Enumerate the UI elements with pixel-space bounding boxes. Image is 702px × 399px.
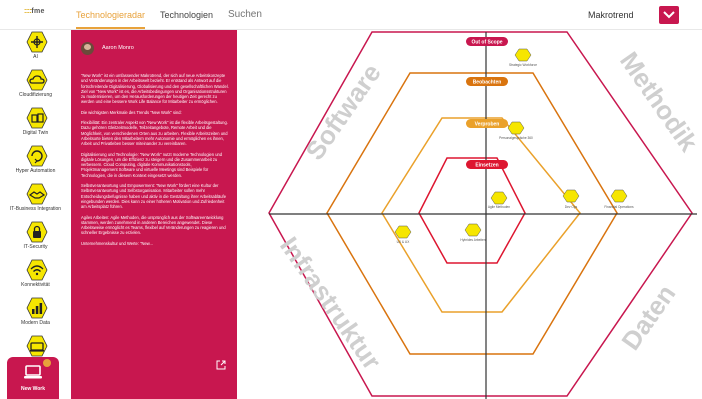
quadrant-label-daten: Daten — [615, 279, 681, 355]
tech-marker-ux[interactable]: UX & UX — [394, 225, 412, 244]
ring-verproben-hexagon — [381, 117, 581, 313]
search-input[interactable] — [228, 9, 428, 20]
trend-description: "New Work" ist ein umfassender Makrotren… — [81, 73, 229, 251]
radar-canvas: Software Methodik Infrastruktur Daten Ou… — [268, 31, 702, 399]
author-name: Aaron Monro — [102, 45, 134, 51]
hyper-automation-icon — [26, 145, 48, 167]
technology-radar: Software Methodik Infrastruktur Daten Ou… — [237, 30, 702, 399]
ring-beobachten-hexagon — [326, 72, 618, 355]
description-paragraph: Agiles Arbeiten: Agile Methoden, die urs… — [81, 214, 226, 236]
ring-einsetzen-hexagon — [418, 157, 526, 264]
ring-label: Verproben — [475, 122, 500, 128]
sidebar-item-new-work[interactable]: New Work — [7, 357, 59, 399]
avatar — [81, 42, 94, 55]
ring-label: Out of Scope — [471, 40, 502, 46]
devices-icon — [26, 335, 48, 357]
quadrant-label-methodik: Methodik — [614, 46, 702, 157]
description-paragraph: Unternehmenskultur und Werte: "New... — [81, 240, 153, 246]
hexagon-icon — [562, 189, 580, 203]
tech-marker-strategic-workforce[interactable]: Strategic Workforce — [509, 48, 537, 67]
ring-pill-einsetzen[interactable]: Einsetzen — [466, 160, 508, 169]
sidebar-item-modern-data[interactable]: Modern Data — [0, 296, 71, 334]
sidebar-item-ai[interactable]: AI — [0, 30, 71, 68]
chevron-down-icon — [663, 11, 675, 19]
top-bar: ::::fme Technologieradar Technologien Ma… — [0, 0, 702, 30]
quadrant-label-software: Software — [299, 58, 387, 165]
sidebar-item-label: New Work — [20, 386, 46, 392]
description-paragraph: Digitalisierung und Technologie: "New Wo… — [81, 151, 223, 178]
tech-label: Agile Methoden — [488, 205, 510, 209]
quadrant-label-infrastruktur: Infrastruktur — [274, 231, 387, 375]
tech-label: Financial Operations — [604, 205, 634, 209]
hexagon-icon — [507, 121, 525, 135]
tech-label: Hybrides Arbeiten — [460, 238, 485, 242]
sidebar-item-label: IT-Business Integration — [9, 206, 62, 212]
description-paragraph: "New Work" ist ein umfassender Makrotren… — [81, 73, 229, 105]
trend-detail-panel: Aaron Monro "New Work" ist ein umfassend… — [71, 30, 237, 399]
hexagon-icon — [394, 225, 412, 239]
description-paragraph: Selbstverantwortung und Empowerment: "Ne… — [81, 183, 226, 210]
ring-label: Beobachten — [473, 80, 502, 86]
wifi-icon — [26, 259, 48, 281]
makrotrend-dropdown-button[interactable] — [659, 6, 679, 24]
sidebar-item-digital-twin[interactable]: Digital Twin — [0, 106, 71, 144]
sidebar-item-label: Hyper Automation — [15, 168, 56, 174]
description-paragraph: Die wichtigsten Merkmale des Trends "New… — [81, 109, 182, 115]
ring-pill-beobachten[interactable]: Beobachten — [466, 77, 508, 86]
ring-out-of-scope-hexagon — [268, 31, 693, 397]
ai-icon — [26, 31, 48, 53]
makrotrend-label: Makrotrend — [588, 10, 634, 20]
hexagon-icon — [514, 48, 532, 62]
ring-pill-verproben[interactable]: Verproben — [466, 119, 508, 128]
sidebar-item-label: Cloudifizierung — [18, 92, 53, 98]
hexagon-icon — [464, 223, 482, 237]
ring-pill-out-of-scope[interactable]: Out of Scope — [466, 37, 508, 46]
laptop-icon — [24, 365, 42, 379]
sidebar-item-label: AI — [33, 54, 38, 60]
lock-icon — [26, 221, 48, 243]
tech-label: Dev Ops — [565, 205, 578, 209]
sidebar-item-hyper-automation[interactable]: Hyper Automation — [0, 144, 71, 182]
expand-icon[interactable] — [216, 360, 226, 370]
tech-marker-financial-operations[interactable]: Financial Operations — [604, 189, 634, 209]
tech-marker-dev-ops[interactable]: Dev Ops — [562, 189, 580, 209]
tech-label: Personalgespräche 360 — [499, 136, 533, 140]
tab-technologieradar[interactable]: Technologieradar — [76, 10, 146, 29]
sidebar-item-it-security[interactable]: IT-Security — [0, 220, 71, 258]
sidebar-item-label: Modern Data — [21, 320, 50, 326]
tech-marker-hybrides-arbeiten[interactable]: Hybrides Arbeiten — [460, 223, 486, 242]
ring-label: Einsetzen — [475, 163, 498, 169]
notification-badge — [43, 359, 51, 367]
tech-marker-agile-methoden[interactable]: Agile Methoden — [488, 191, 510, 209]
fme-logo[interactable]: ::::fme — [24, 8, 45, 15]
sidebar-item-label: IT-Security — [23, 244, 48, 250]
hexagon-icon — [490, 191, 508, 205]
hexagon-icon — [610, 189, 628, 203]
digital-twin-icon — [26, 107, 48, 129]
tech-marker-personalgespraeche[interactable]: Personalgespräche 360 — [499, 121, 533, 140]
cloud-icon — [26, 69, 48, 91]
bar-chart-icon — [26, 297, 48, 319]
tech-label: UX & UX — [397, 240, 411, 244]
sidebar-item-konnektivit-t[interactable]: Konnektivität — [0, 258, 71, 296]
sidebar-item-label: Digital Twin — [22, 130, 49, 136]
sidebar-item-it-business-integration[interactable]: IT-Business Integration — [0, 182, 71, 220]
description-paragraph: Flexibilität: Ein zentraler Aspekt von "… — [81, 120, 228, 147]
handshake-icon — [26, 183, 48, 205]
sidebar-item-label: Konnektivität — [21, 282, 50, 288]
tech-label: Strategic Workforce — [509, 63, 537, 67]
tab-technologien[interactable]: Technologien — [160, 10, 214, 20]
sidebar-item-cloudifizierung[interactable]: Cloudifizierung — [0, 68, 71, 106]
